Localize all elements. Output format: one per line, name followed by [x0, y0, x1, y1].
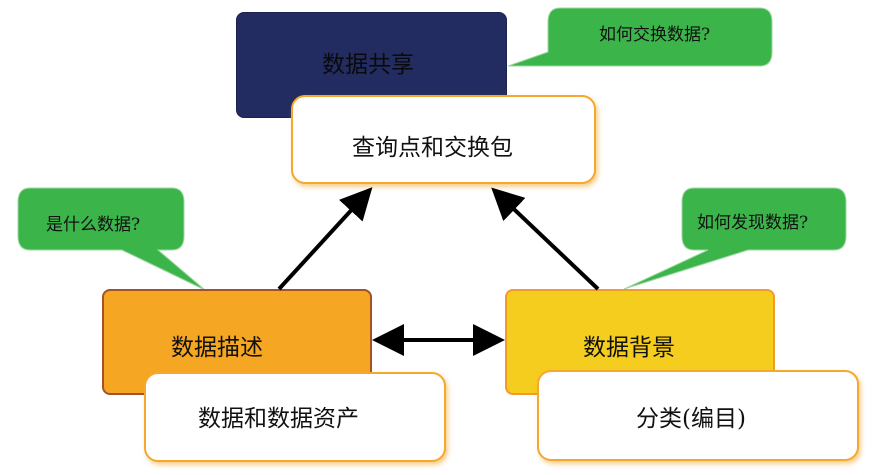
node-classification-label: 分类(编目): [636, 406, 746, 432]
node-data-context-label: 数据背景: [583, 335, 675, 361]
callout-how-exchange-text: 如何交换数据?: [599, 25, 711, 45]
arrow-context-to-query: [491, 187, 600, 291]
callout-what-data-text: 是什么数据?: [46, 215, 141, 235]
callout-how-exchange: [507, 7, 773, 67]
node-data-description-label: 数据描述: [171, 335, 263, 361]
node-query-exchange-label: 查询点和交换包: [352, 135, 513, 161]
callout-how-discover: [623, 187, 847, 290]
node-classification: [537, 370, 859, 461]
arrow-description-to-query: [277, 187, 373, 291]
node-data-assets-label: 数据和数据资产: [198, 406, 359, 432]
callout-what-data: [17, 187, 206, 291]
node-data-assets: [144, 372, 446, 462]
node-query-exchange: [291, 95, 596, 184]
callout-how-discover-text: 如何发现数据?: [697, 213, 809, 233]
node-data-sharing-label: 数据共享: [322, 52, 414, 78]
